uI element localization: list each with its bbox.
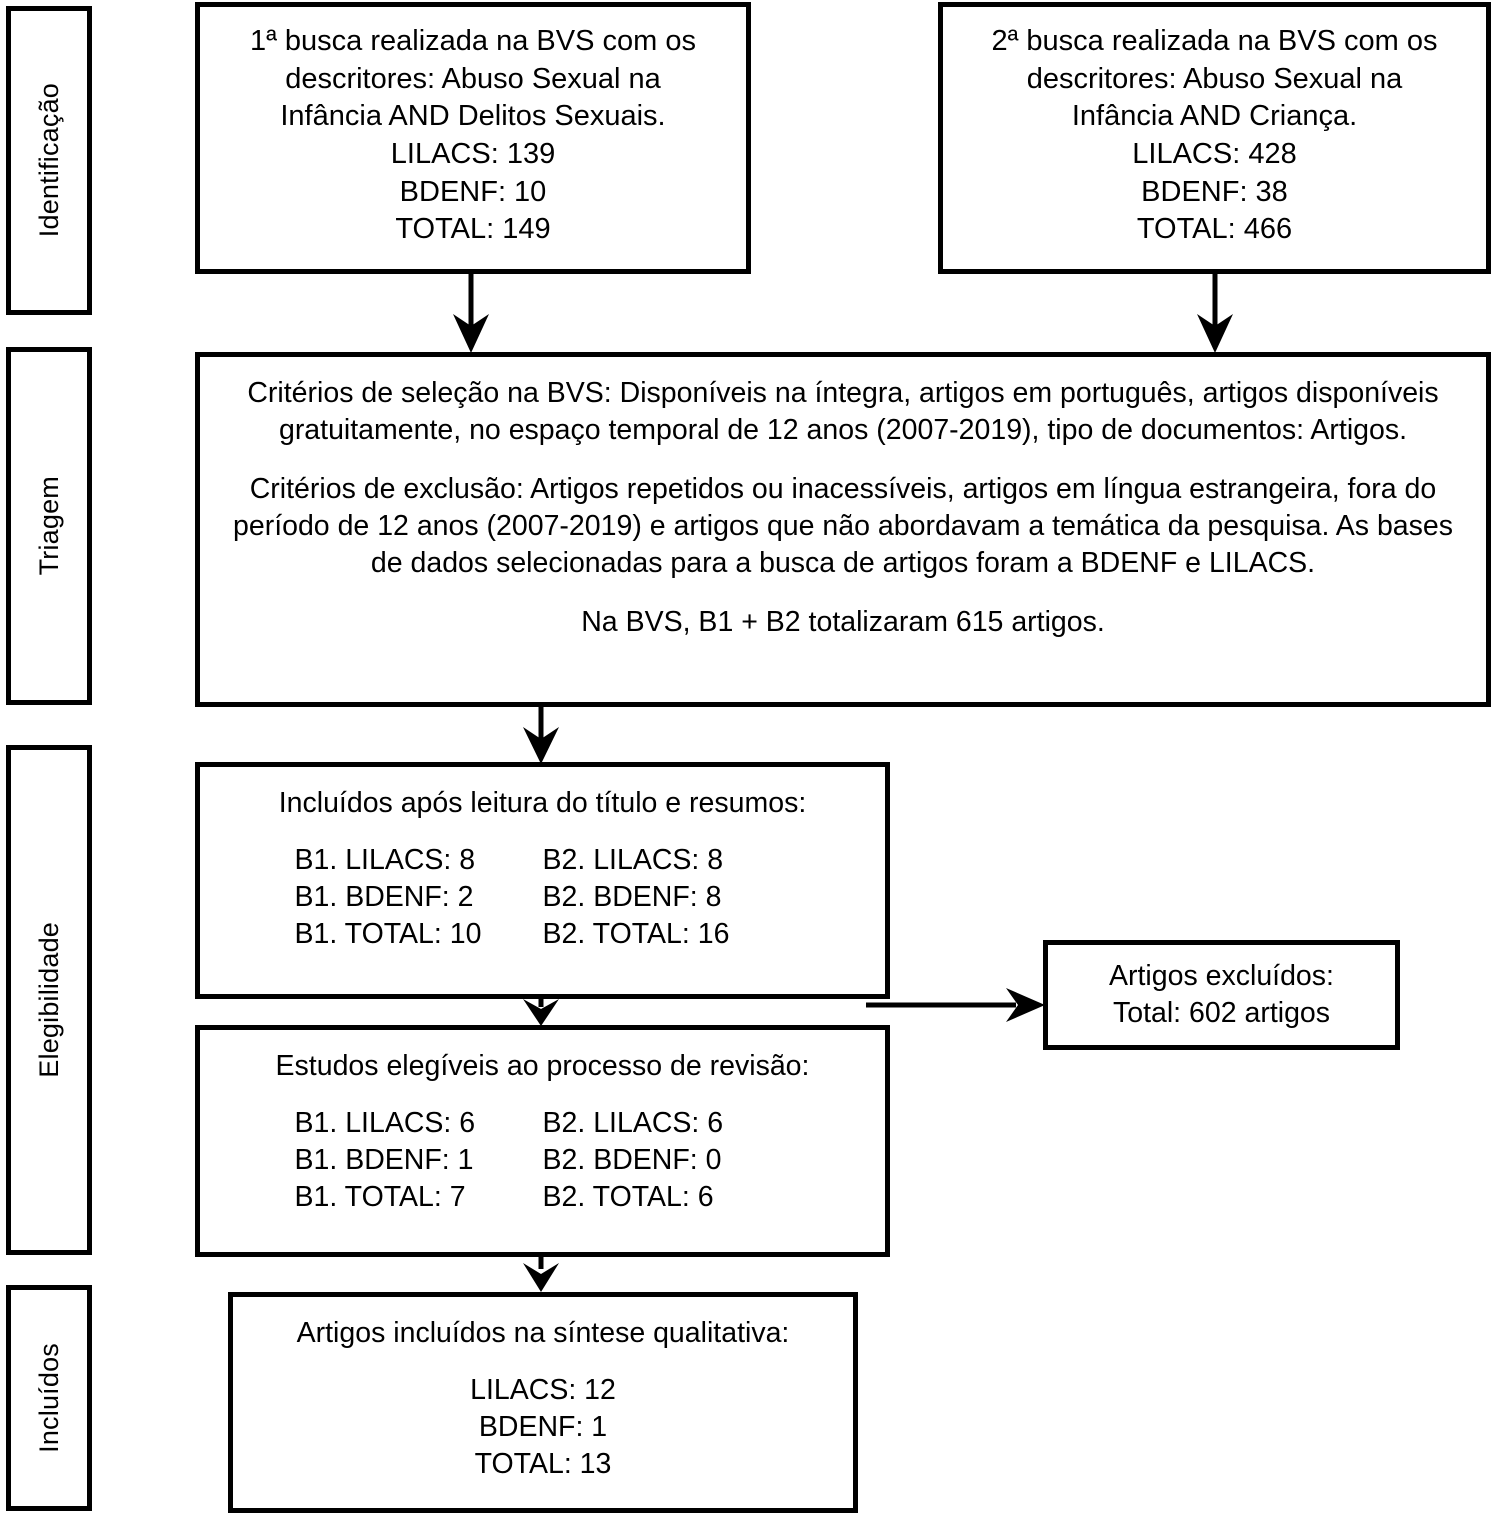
incluidos-bdenf: BDENF: 1: [478, 1411, 608, 1444]
excluidos-total: Total: 602 artigos: [1112, 997, 1331, 1030]
box-first-search: 1ª busca realizada na BVS com os descrit…: [195, 2, 751, 274]
elegiveis-counts-grid: B1. LILACS: 6 B1. BDENF: 1 B1. TOTAL: 7 …: [200, 1105, 885, 1216]
titulo-heading: Incluídos após leitura do título e resum…: [278, 787, 807, 819]
incluidos-total: TOTAL: 13: [474, 1448, 612, 1481]
titulo-b1-total: B1. TOTAL: 10: [294, 918, 482, 951]
criterios-total-text: Na BVS, B1 + B2 totalizaram 615 artigos.: [581, 606, 1105, 639]
search1-line-1: 1ª busca realizada na BVS com os: [250, 25, 696, 57]
search2-line-3: Infância AND Criança.: [1071, 100, 1358, 133]
box-second-search: 2ª busca realizada na BVS com os descrit…: [938, 2, 1491, 274]
excluidos-label: Artigos excluídos:: [1109, 960, 1334, 992]
search1-lilacs-count: LILACS: 139: [390, 138, 556, 171]
titulo-b1-lilacs: B1. LILACS: 8: [294, 844, 476, 877]
elegiveis-b2-column: B2. LILACS: 6 B2. BDENF: 0 B2. TOTAL: 6: [543, 1105, 791, 1216]
elegiveis-b2-lilacs: B2. LILACS: 6: [542, 1107, 724, 1140]
box-included-synthesis: Artigos incluídos na síntese qualitativa…: [228, 1292, 858, 1513]
elegiveis-b2-bdenf: B2. BDENF: 0: [542, 1144, 722, 1177]
search1-bdenf-count: BDENF: 10: [399, 175, 547, 208]
stage-elegibilidade: Elegibilidade: [6, 745, 92, 1255]
box-excluded-articles: Artigos excluídos: Total: 602 artigos: [1043, 940, 1400, 1050]
titulo-b2-lilacs: B2. LILACS: 8: [542, 844, 724, 877]
stage-triagem: Triagem: [6, 347, 92, 705]
elegiveis-b2-total: B2. TOTAL: 6: [542, 1181, 714, 1214]
titulo-b2-column: B2. LILACS: 8 B2. BDENF: 8 B2. TOTAL: 16: [543, 842, 791, 953]
stage-label-elegibilidade: Elegibilidade: [33, 922, 64, 1078]
box-screened-title-abstract: Incluídos após leitura do título e resum…: [195, 762, 890, 999]
search2-total-count: TOTAL: 466: [1136, 213, 1293, 246]
stage-label-triagem: Triagem: [33, 476, 64, 576]
search2-line-1: 2ª busca realizada na BVS com os: [991, 25, 1438, 57]
arrow-elegiveis-to-incluidos: [510, 1257, 572, 1293]
elegiveis-b1-bdenf: B1. BDENF: 1: [294, 1144, 474, 1177]
stage-incluidos: Incluídos: [6, 1285, 92, 1511]
stage-label-incluidos: Incluídos: [33, 1343, 64, 1453]
incluidos-counts: LILACS: 12 BDENF: 1 TOTAL: 13: [233, 1372, 853, 1483]
arrow-search2-to-criterios: [1184, 274, 1246, 354]
criterios-selecao-text: Critérios de seleção na BVS: Disponíveis…: [247, 377, 1439, 447]
arrow-to-excluidos: [866, 985, 1046, 1025]
elegiveis-heading: Estudos elegíveis ao processo de revisão…: [275, 1050, 810, 1082]
stage-label-identificacao: Identificação: [33, 83, 64, 238]
arrow-criterios-to-titulo: [510, 707, 572, 765]
incluidos-lilacs: LILACS: 12: [470, 1374, 616, 1407]
incluidos-heading: Artigos incluídos na síntese qualitativa…: [296, 1317, 790, 1349]
titulo-counts-grid: B1. LILACS: 8 B1. BDENF: 2 B1. TOTAL: 10…: [200, 842, 885, 953]
box-selection-criteria: Critérios de seleção na BVS: Disponíveis…: [195, 352, 1491, 707]
search2-lilacs-count: LILACS: 428: [1132, 138, 1297, 171]
arrow-search1-to-criterios: [440, 274, 502, 354]
criterios-exclusao-text: Critérios de exclusão: Artigos repetidos…: [233, 473, 1453, 580]
titulo-b1-column: B1. LILACS: 8 B1. BDENF: 2 B1. TOTAL: 10: [295, 842, 543, 953]
titulo-b2-total: B2. TOTAL: 16: [542, 918, 730, 951]
search2-line-2: descritores: Abuso Sexual na: [1026, 62, 1403, 95]
search1-line-3: Infância AND Delitos Sexuais.: [280, 100, 666, 133]
search1-total-count: TOTAL: 149: [395, 213, 551, 246]
arrow-titulo-to-elegiveis: [510, 999, 572, 1027]
search1-line-2: descritores: Abuso Sexual na: [285, 62, 661, 95]
elegiveis-b1-column: B1. LILACS: 6 B1. BDENF: 1 B1. TOTAL: 7: [295, 1105, 543, 1216]
stage-identificacao: Identificação: [6, 6, 92, 315]
box-eligible-studies: Estudos elegíveis ao processo de revisão…: [195, 1025, 890, 1257]
titulo-b1-bdenf: B1. BDENF: 2: [294, 881, 474, 914]
search2-bdenf-count: BDENF: 38: [1141, 175, 1288, 208]
elegiveis-b1-total: B1. TOTAL: 7: [294, 1181, 466, 1214]
elegiveis-b1-lilacs: B1. LILACS: 6: [294, 1107, 476, 1140]
titulo-b2-bdenf: B2. BDENF: 8: [542, 881, 722, 914]
